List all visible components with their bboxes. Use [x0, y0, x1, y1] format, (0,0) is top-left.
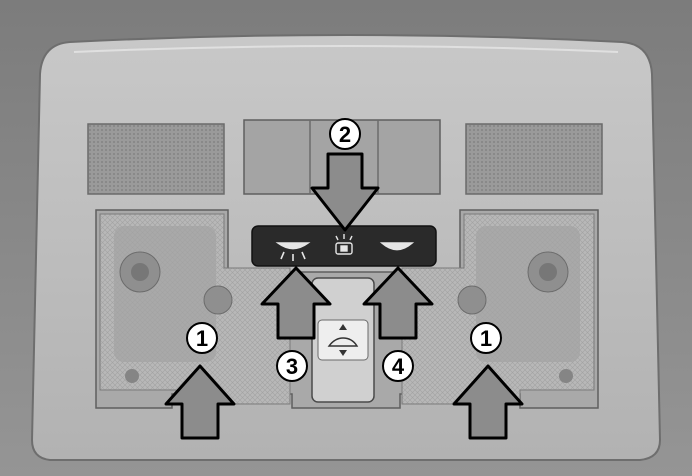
sunroof-switch[interactable] [311, 277, 375, 403]
map-light-right-icon[interactable] [379, 242, 415, 251]
map-light-left-icon[interactable] [275, 242, 311, 261]
callout-4-label: 4 [392, 354, 405, 379]
callout-1-right: 1 [470, 322, 502, 354]
left-grille [87, 123, 225, 195]
arrow-lamp-left [164, 364, 236, 440]
arrow-map-light-left [260, 266, 332, 340]
left-lamp-lens[interactable] [99, 213, 291, 405]
callout-2-label: 2 [339, 122, 351, 147]
callout-1-left: 1 [186, 322, 218, 354]
callout-1-left-label: 1 [196, 326, 208, 351]
right-lamp-lens[interactable] [401, 213, 595, 405]
arrow-map-light-right [362, 266, 434, 340]
arrow-courtesy-switch [310, 152, 380, 232]
callout-3: 3 [276, 350, 308, 382]
dome-light-icon[interactable] [335, 234, 353, 255]
callout-1-right-label: 1 [480, 326, 492, 351]
callout-4: 4 [382, 350, 414, 382]
callout-2: 2 [329, 118, 361, 150]
right-grille [465, 123, 603, 195]
callout-3-label: 3 [286, 354, 298, 379]
arrow-lamp-right [452, 364, 524, 440]
